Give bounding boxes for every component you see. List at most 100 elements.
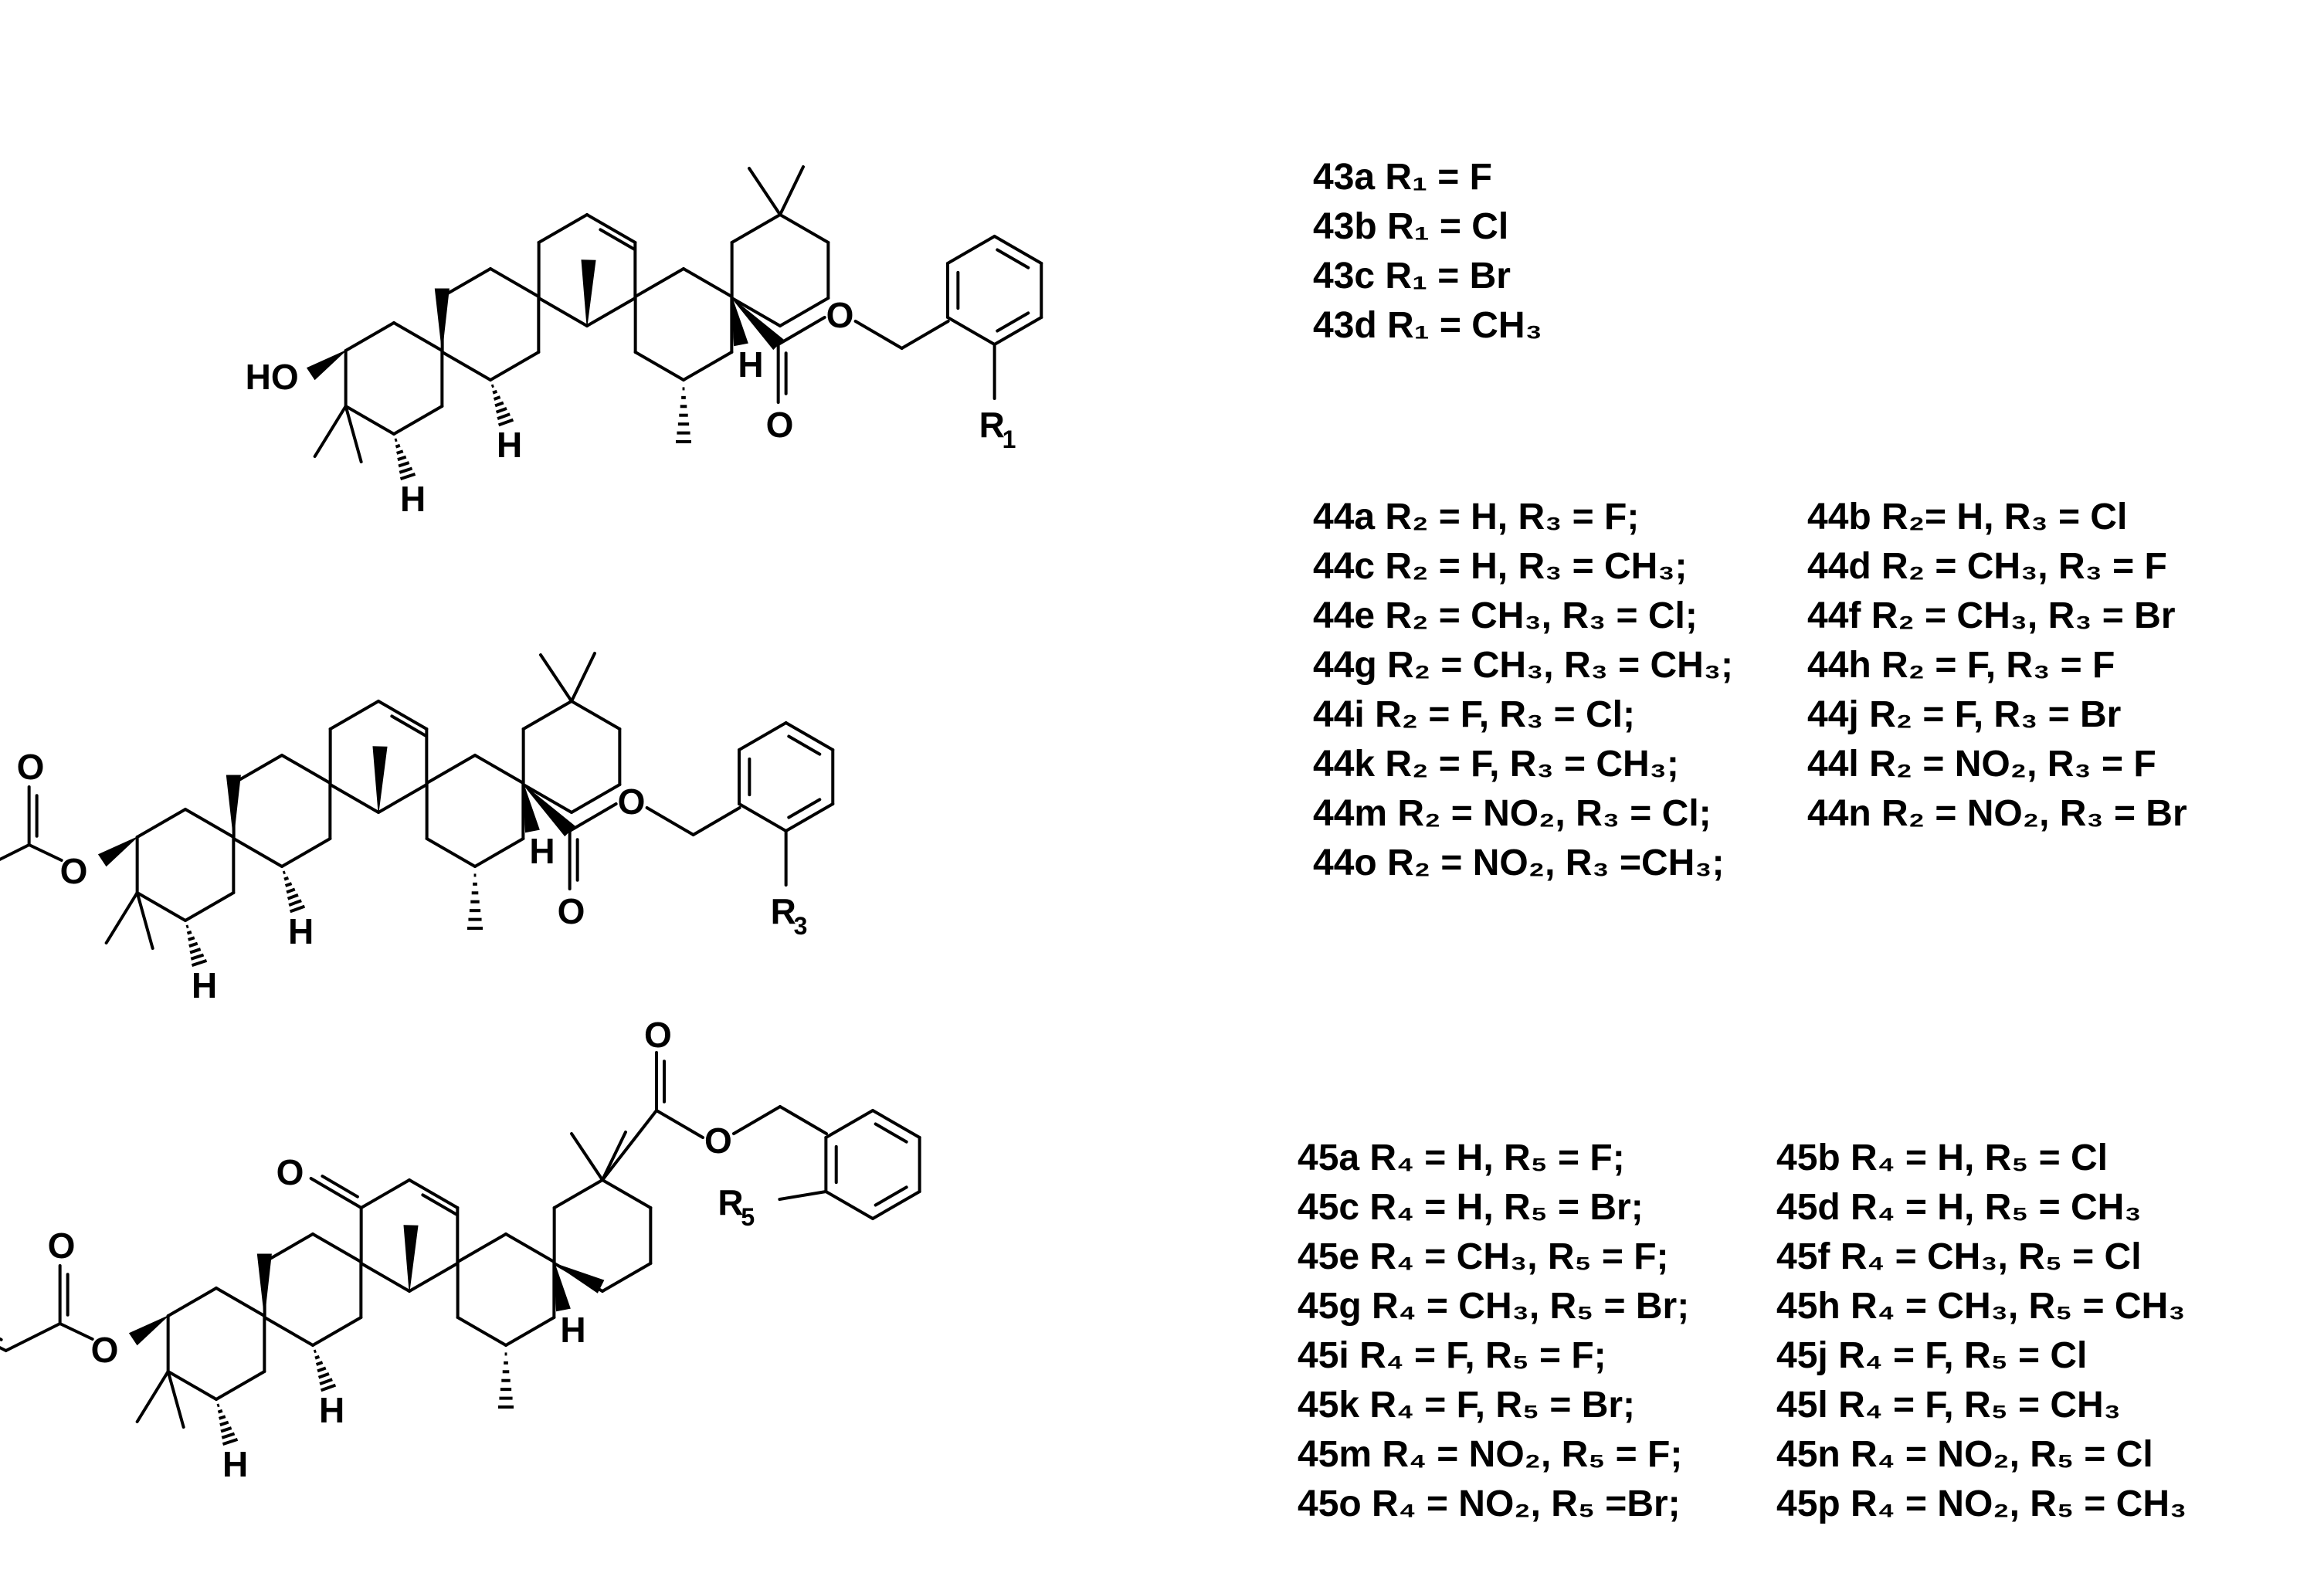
- bond: [377, 783, 429, 814]
- legend-entry: 45c R₄ = H, R₅ = Br;: [1298, 1187, 1644, 1228]
- bond: [456, 1232, 507, 1263]
- hash-bond: [490, 384, 494, 388]
- hash-bond: [497, 412, 511, 420]
- legend-entry: 45g R₄ = CH₃, R₅ = Br;: [1298, 1286, 1690, 1327]
- hash-bond: [320, 1383, 337, 1392]
- bond: [359, 1178, 411, 1209]
- bond: [0, 1345, 8, 1352]
- atom-label: H: [222, 1444, 248, 1484]
- hash-bond: [286, 887, 296, 894]
- hash-bond: [189, 948, 202, 954]
- bond: [691, 806, 741, 836]
- hash-bond: [191, 958, 208, 968]
- hash-bond: [217, 1409, 223, 1414]
- legend-entry: 45e R₄ = CH₃, R₅ = F;: [1298, 1236, 1669, 1277]
- bond: [328, 700, 380, 731]
- bond: [900, 320, 950, 350]
- bond: [992, 235, 1043, 265]
- legend-entry: 45n R₄ = NO₂, R₅ = Cl: [1776, 1434, 2153, 1475]
- bond: [570, 783, 622, 814]
- wedge-bond: [306, 350, 346, 381]
- atom-label: H: [529, 831, 555, 871]
- atom-label: H: [400, 479, 426, 519]
- bond: [344, 321, 395, 352]
- atom-label-subscript: 1: [1003, 426, 1016, 453]
- bond: [135, 891, 187, 922]
- hash-bond: [222, 1437, 239, 1446]
- legend-entry: 44g R₂ = CH₃, R₃ = CH₃;: [1313, 645, 1734, 686]
- bond: [570, 700, 622, 731]
- atom-label: H: [738, 344, 763, 385]
- bond: [280, 837, 332, 868]
- hash-bond: [288, 899, 302, 907]
- atom-label-subscript: 5: [741, 1203, 755, 1231]
- bond: [166, 1370, 218, 1401]
- bond: [871, 1190, 921, 1220]
- aromatic-bond: [874, 1185, 908, 1207]
- bond: [215, 1370, 266, 1401]
- atom-label: H: [288, 911, 314, 951]
- wedge-bond: [226, 775, 241, 838]
- hash-bond: [220, 1426, 232, 1433]
- legend-entry: 45f R₄ = CH₃, R₅ = Cl: [1776, 1236, 2142, 1277]
- legend-entry: 43b R₁ = Cl: [1313, 206, 1509, 247]
- hash-bond: [494, 401, 504, 408]
- bond: [215, 1287, 266, 1317]
- aromatic-bond: [874, 1122, 908, 1144]
- legend-entry: 45d R₄ = H, R₅ = CH₃: [1776, 1187, 2142, 1228]
- atom-label: O: [277, 1152, 304, 1192]
- double-bond: [0, 1337, 3, 1341]
- double-bond: [421, 1193, 459, 1216]
- bond: [504, 1316, 556, 1347]
- bond: [425, 837, 477, 868]
- hash-bond: [399, 466, 413, 474]
- wedge-bond: [403, 1225, 419, 1292]
- legend-entry: 44c R₂ = H, R₃ = CH₃;: [1313, 546, 1688, 587]
- bond: [776, 316, 826, 346]
- bond: [521, 783, 573, 814]
- bond: [489, 351, 541, 381]
- bond: [778, 1190, 828, 1201]
- bond: [570, 1132, 604, 1182]
- bond: [377, 700, 429, 731]
- hash-bond: [399, 472, 416, 481]
- atom-label: H: [560, 1310, 585, 1350]
- bond: [992, 316, 1043, 346]
- atom-label: O: [48, 1226, 76, 1266]
- bond: [104, 891, 139, 944]
- bond: [263, 1316, 314, 1347]
- bond: [732, 1105, 782, 1135]
- hash-bond: [397, 455, 407, 462]
- double-bond: [599, 228, 636, 251]
- bond: [537, 213, 589, 244]
- legend-entry: 45p R₄ = NO₂, R₅ = CH₃: [1776, 1483, 2187, 1524]
- bond: [166, 1370, 185, 1429]
- legend-entry: 44m R₂ = NO₂, R₃ = Cl;: [1313, 793, 1712, 834]
- hash-bond: [493, 395, 501, 401]
- hash-bond: [492, 389, 498, 395]
- bond: [824, 1109, 874, 1139]
- bond: [359, 1262, 411, 1293]
- atom-label: HO: [246, 357, 299, 397]
- atom-label: O: [60, 851, 88, 891]
- double-bond: [390, 714, 428, 737]
- legend-entry: 45b R₄ = H, R₅ = Cl: [1776, 1138, 2108, 1178]
- hash-bond: [186, 930, 192, 935]
- bond: [730, 297, 782, 327]
- bond: [263, 1232, 314, 1263]
- hash-bond: [219, 1420, 229, 1427]
- atom-label: O: [558, 891, 585, 931]
- bond: [392, 321, 444, 352]
- legend-entry: 44k R₂ = F, R₃ = CH₃;: [1313, 744, 1679, 785]
- wedge-bond: [581, 259, 596, 327]
- bond: [504, 1232, 556, 1263]
- aromatic-bond: [787, 798, 822, 819]
- legend-entry: 44l R₂ = NO₂, R₃ = F: [1807, 744, 2156, 785]
- bond: [27, 843, 63, 862]
- bond: [58, 1322, 94, 1341]
- hash-bond: [396, 449, 404, 455]
- aromatic-bond: [996, 311, 1030, 333]
- legend-entry: 45m R₄ = NO₂, R₅ = F;: [1298, 1434, 1683, 1475]
